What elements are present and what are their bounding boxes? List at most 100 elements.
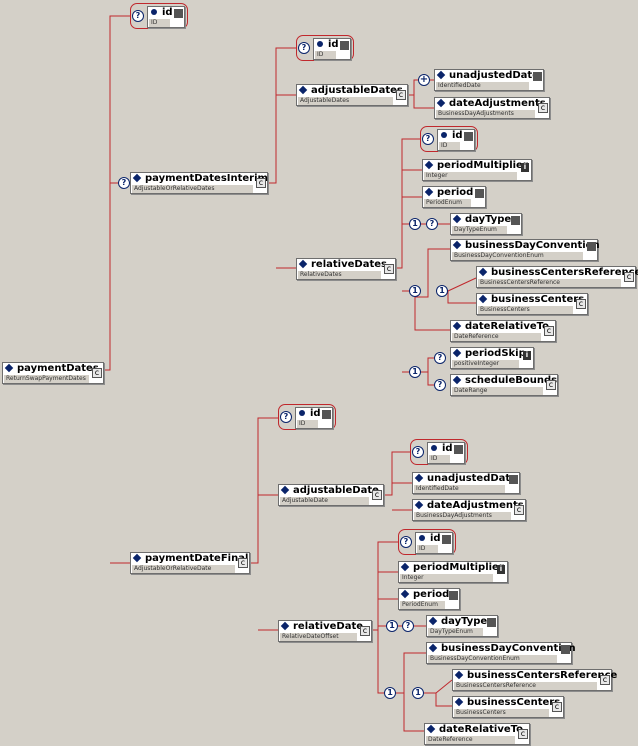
element-icon: [426, 724, 436, 734]
element-businessCenters[interactable]: businessCenters BusinessCenters c: [476, 293, 588, 315]
element-adjustableDates[interactable]: adjustableDates AdjustableDates c: [296, 84, 408, 106]
optional-icon: ?: [422, 133, 434, 145]
element-type: BusinessCentersReference: [478, 279, 621, 287]
element-dateAdjustments[interactable]: dateAdjustments BusinessDayAdjustments c: [412, 499, 526, 521]
expand-icon[interactable]: c: [576, 299, 586, 309]
expand-icon[interactable]: c: [514, 505, 524, 515]
element-type: Integer: [400, 574, 493, 582]
element-periodMultiplier[interactable]: periodMultiplier Integer i: [422, 159, 532, 181]
expand-icon[interactable]: c: [92, 368, 102, 378]
element-unadjustedDate[interactable]: unadjustedDate IdentifiedDate: [434, 69, 544, 91]
attribute-icon: [317, 41, 323, 47]
expand-icon[interactable]: c: [360, 626, 370, 636]
expand-icon[interactable]: c: [384, 264, 394, 274]
element-businessDayConvention[interactable]: businessDayConvention BusinessDayConvent…: [426, 642, 576, 664]
attribute-id[interactable]: id ID: [415, 532, 453, 554]
element-type: DateReference: [452, 333, 541, 341]
choice-icon: 1: [386, 620, 398, 632]
element-icon: [4, 363, 14, 373]
element-unadjustedDate[interactable]: unadjustedDate IdentifiedDate: [412, 472, 520, 494]
expand-icon[interactable]: c: [538, 103, 548, 113]
element-name: relativeDate: [293, 621, 364, 632]
expand-icon[interactable]: c: [600, 675, 610, 685]
element-name: businessCentersReference: [491, 267, 638, 278]
simple-type-icon: [322, 410, 331, 419]
expand-icon[interactable]: c: [518, 729, 528, 739]
attribute-group-relativeDates-id: ? id ID: [420, 126, 478, 152]
optional-icon: ?: [412, 446, 424, 458]
element-dayType[interactable]: dayType DayTypeEnum: [426, 615, 498, 637]
expand-icon[interactable]: c: [544, 326, 554, 336]
simple-type-icon: [464, 132, 473, 141]
element-businessCenters[interactable]: businessCenters BusinessCenters c: [452, 696, 564, 718]
expand-icon[interactable]: c: [624, 272, 634, 282]
element-adjustableDate[interactable]: adjustableDate AdjustableDate c: [278, 484, 384, 506]
simple-type-icon: [475, 189, 484, 198]
element-paymentDateFinal[interactable]: paymentDateFinal AdjustableOrRelativeDat…: [130, 552, 250, 574]
attribute-type: ID: [149, 19, 170, 27]
element-name: dateRelativeTo: [465, 321, 549, 332]
attribute-type: ID: [417, 545, 438, 553]
element-period[interactable]: period PeriodEnum: [398, 588, 460, 610]
attribute-type: ID: [429, 455, 450, 463]
element-periodSkip[interactable]: periodSkip positiveInteger i: [450, 347, 534, 369]
element-period[interactable]: period PeriodEnum: [422, 186, 486, 208]
optional-icon: ?: [400, 536, 412, 548]
expand-icon[interactable]: c: [238, 558, 248, 568]
element-type: AdjustableOrRelativeDate: [132, 565, 235, 573]
attribute-id[interactable]: id ID: [295, 407, 333, 429]
optional-icon: ?: [118, 177, 130, 189]
simple-type-icon: [561, 645, 570, 654]
element-relativeDate[interactable]: relativeDate RelativeDateOffset c: [278, 620, 372, 642]
attribute-id[interactable]: id ID: [313, 38, 351, 60]
attribute-name: id: [430, 533, 441, 544]
expand-icon[interactable]: c: [256, 178, 266, 188]
element-name: period: [437, 187, 474, 198]
element-businessDayConvention[interactable]: businessDayConvention BusinessDayConvent…: [450, 239, 600, 261]
attribute-id[interactable]: id ID: [147, 6, 185, 28]
element-periodMultiplier[interactable]: periodMultiplier Integer i: [398, 561, 508, 583]
element-dateRelativeTo[interactable]: dateRelativeTo DateReference c: [450, 320, 556, 342]
choice-icon: 1: [384, 687, 396, 699]
info-icon: i: [521, 163, 529, 172]
element-name: periodSkip: [465, 348, 526, 359]
element-icon: [454, 670, 464, 680]
element-name: businessCenters: [467, 697, 561, 708]
element-paymentDates[interactable]: paymentDates ReturnSwapPaymentDates c: [2, 362, 104, 384]
expand-icon[interactable]: c: [396, 90, 406, 100]
attribute-group-interim-id: ? id ID: [296, 35, 354, 61]
element-icon: [452, 348, 462, 358]
element-name: businessDayConvention: [465, 240, 600, 251]
attribute-id[interactable]: id ID: [437, 129, 475, 151]
element-icon: [298, 259, 308, 269]
element-relativeDates[interactable]: relativeDates RelativeDates c: [296, 258, 396, 280]
element-icon: [280, 485, 290, 495]
element-name: adjustableDate: [293, 485, 379, 496]
simple-type-icon: [587, 242, 596, 251]
element-businessCentersReference[interactable]: businessCentersReference BusinessCenters…: [476, 266, 638, 288]
element-businessCentersReference[interactable]: businessCentersReference BusinessCenters…: [452, 669, 617, 691]
element-type: BusinessCenters: [454, 709, 549, 717]
element-scheduleBounds[interactable]: scheduleBounds DateRange c: [450, 374, 558, 396]
attribute-id[interactable]: id ID: [427, 442, 465, 464]
attribute-name: id: [162, 7, 173, 18]
expand-icon[interactable]: c: [552, 702, 562, 712]
element-icon: [280, 621, 290, 631]
element-name: businessCenters: [491, 294, 585, 305]
expand-icon[interactable]: c: [546, 380, 556, 390]
element-dateAdjustments[interactable]: dateAdjustments BusinessDayAdjustments c: [434, 97, 550, 119]
element-icon: [414, 500, 424, 510]
element-type: AdjustableOrRelativeDates: [132, 185, 253, 193]
element-dayType[interactable]: dayType DayTypeEnum: [450, 213, 522, 235]
attribute-group-final-id: ? id ID: [278, 404, 336, 430]
attribute-name: id: [442, 443, 453, 454]
element-dateRelativeTo[interactable]: dateRelativeTo DateReference c: [424, 723, 530, 745]
sequence-icon: +: [418, 74, 430, 86]
element-paymentDatesInterim[interactable]: paymentDatesInterim AdjustableOrRelative…: [130, 172, 268, 194]
attribute-name: id: [328, 39, 339, 50]
expand-icon[interactable]: c: [372, 490, 382, 500]
element-type: ReturnSwapPaymentDates: [4, 375, 89, 383]
attribute-group-relativeDate-id: ? id ID: [398, 529, 456, 555]
